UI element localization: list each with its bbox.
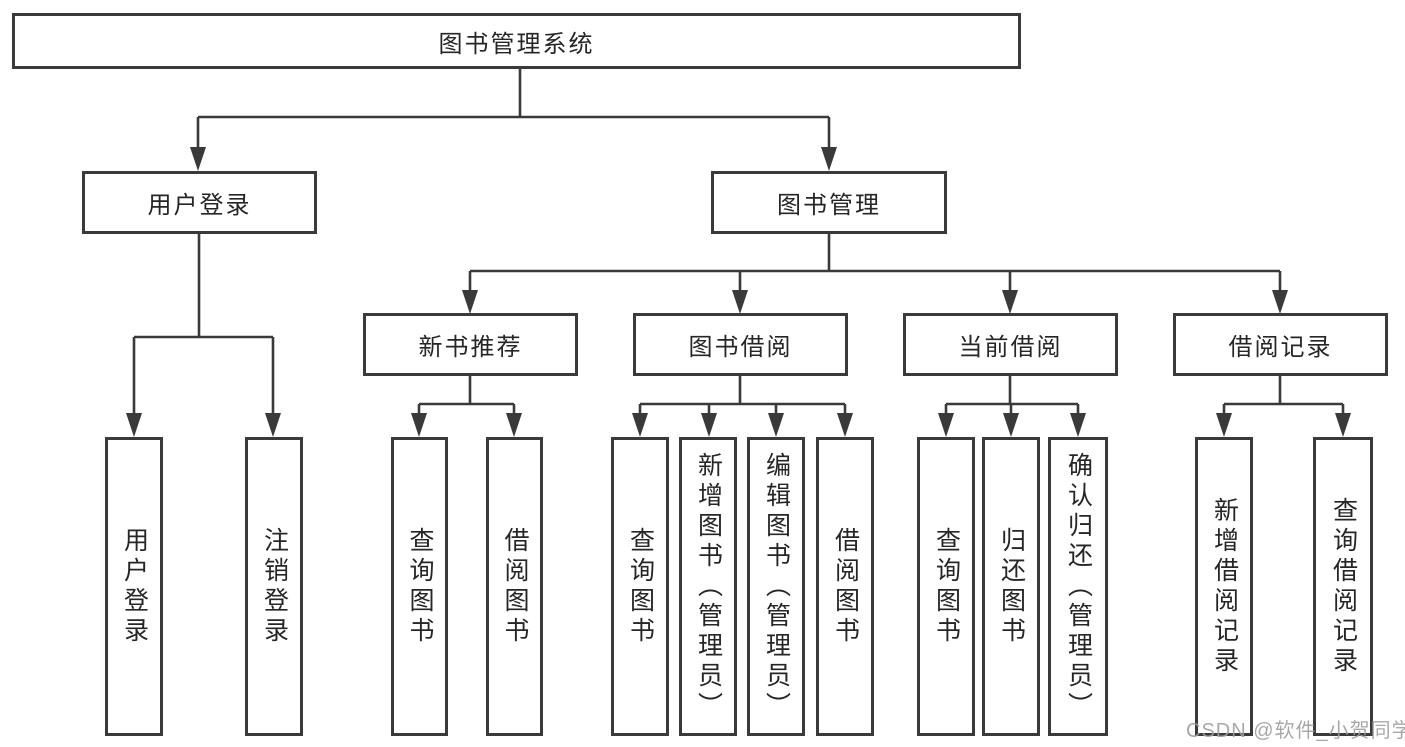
node-new-book-recommend-label: 新书推荐: [418, 334, 523, 361]
node-user-login-label: 用户登录: [147, 192, 252, 219]
node-root: 图书管理系统: [12, 13, 1021, 69]
node-new-book-recommend: 新书推荐: [363, 313, 578, 376]
watermark: CSDN @软件_小贺同学: [1186, 720, 1405, 742]
leaf-borrow-books-label: 借阅图书: [831, 526, 860, 647]
leaf-edit-books-admin-label: 编辑图书（管理员）: [762, 451, 791, 722]
leaf-recommend-borrow-books-label: 借阅图书: [501, 526, 529, 647]
leaf-return-books-label: 归还图书: [997, 526, 1026, 647]
leaf-logout: 注销登录: [245, 437, 303, 736]
leaf-borrow-query-books: 查询图书: [611, 437, 669, 736]
node-book-management-label: 图书管理: [777, 192, 881, 219]
leaf-add-borrow-record-label: 新增借阅记录: [1210, 496, 1239, 677]
node-root-label: 图书管理系统: [438, 30, 595, 58]
leaf-recommend-borrow-books: 借阅图书: [486, 437, 543, 736]
leaf-add-borrow-record: 新增借阅记录: [1195, 437, 1253, 736]
leaf-user-login-label: 用户登录: [120, 526, 149, 647]
node-book-borrow: 图书借阅: [633, 313, 848, 376]
leaf-recommend-query-books-label: 查询图书: [406, 526, 434, 647]
node-user-login: 用户登录: [82, 171, 317, 234]
leaf-edit-books-admin: 编辑图书（管理员）: [747, 437, 805, 736]
leaf-logout-label: 注销登录: [260, 526, 289, 647]
leaf-current-query-books-label: 查询图书: [932, 526, 961, 647]
leaf-borrow-books: 借阅图书: [816, 437, 874, 736]
node-book-management: 图书管理: [711, 171, 947, 234]
leaf-recommend-query-books: 查询图书: [391, 437, 448, 736]
leaf-return-books: 归还图书: [982, 437, 1040, 736]
leaf-query-borrow-record-label: 查询借阅记录: [1329, 496, 1358, 677]
node-current-borrow: 当前借阅: [903, 313, 1118, 376]
arrow-down-icons: [126, 147, 1351, 437]
node-book-borrow-label: 图书借阅: [688, 334, 793, 361]
leaf-add-books-admin-label: 新增图书（管理员）: [694, 451, 723, 722]
node-borrow-records-label: 借阅记录: [1228, 334, 1333, 361]
node-current-borrow-label: 当前借阅: [958, 334, 1063, 361]
leaf-current-query-books: 查询图书: [917, 437, 975, 736]
leaf-user-login: 用户登录: [105, 437, 163, 736]
leaf-borrow-query-books-label: 查询图书: [626, 526, 655, 647]
node-borrow-records: 借阅记录: [1173, 313, 1388, 376]
leaf-add-books-admin: 新增图书（管理员）: [679, 437, 737, 736]
leaf-query-borrow-record: 查询借阅记录: [1313, 437, 1373, 736]
leaf-confirm-return-admin: 确认归还（管理员）: [1048, 437, 1108, 736]
leaf-confirm-return-admin-label: 确认归还（管理员）: [1064, 451, 1093, 722]
